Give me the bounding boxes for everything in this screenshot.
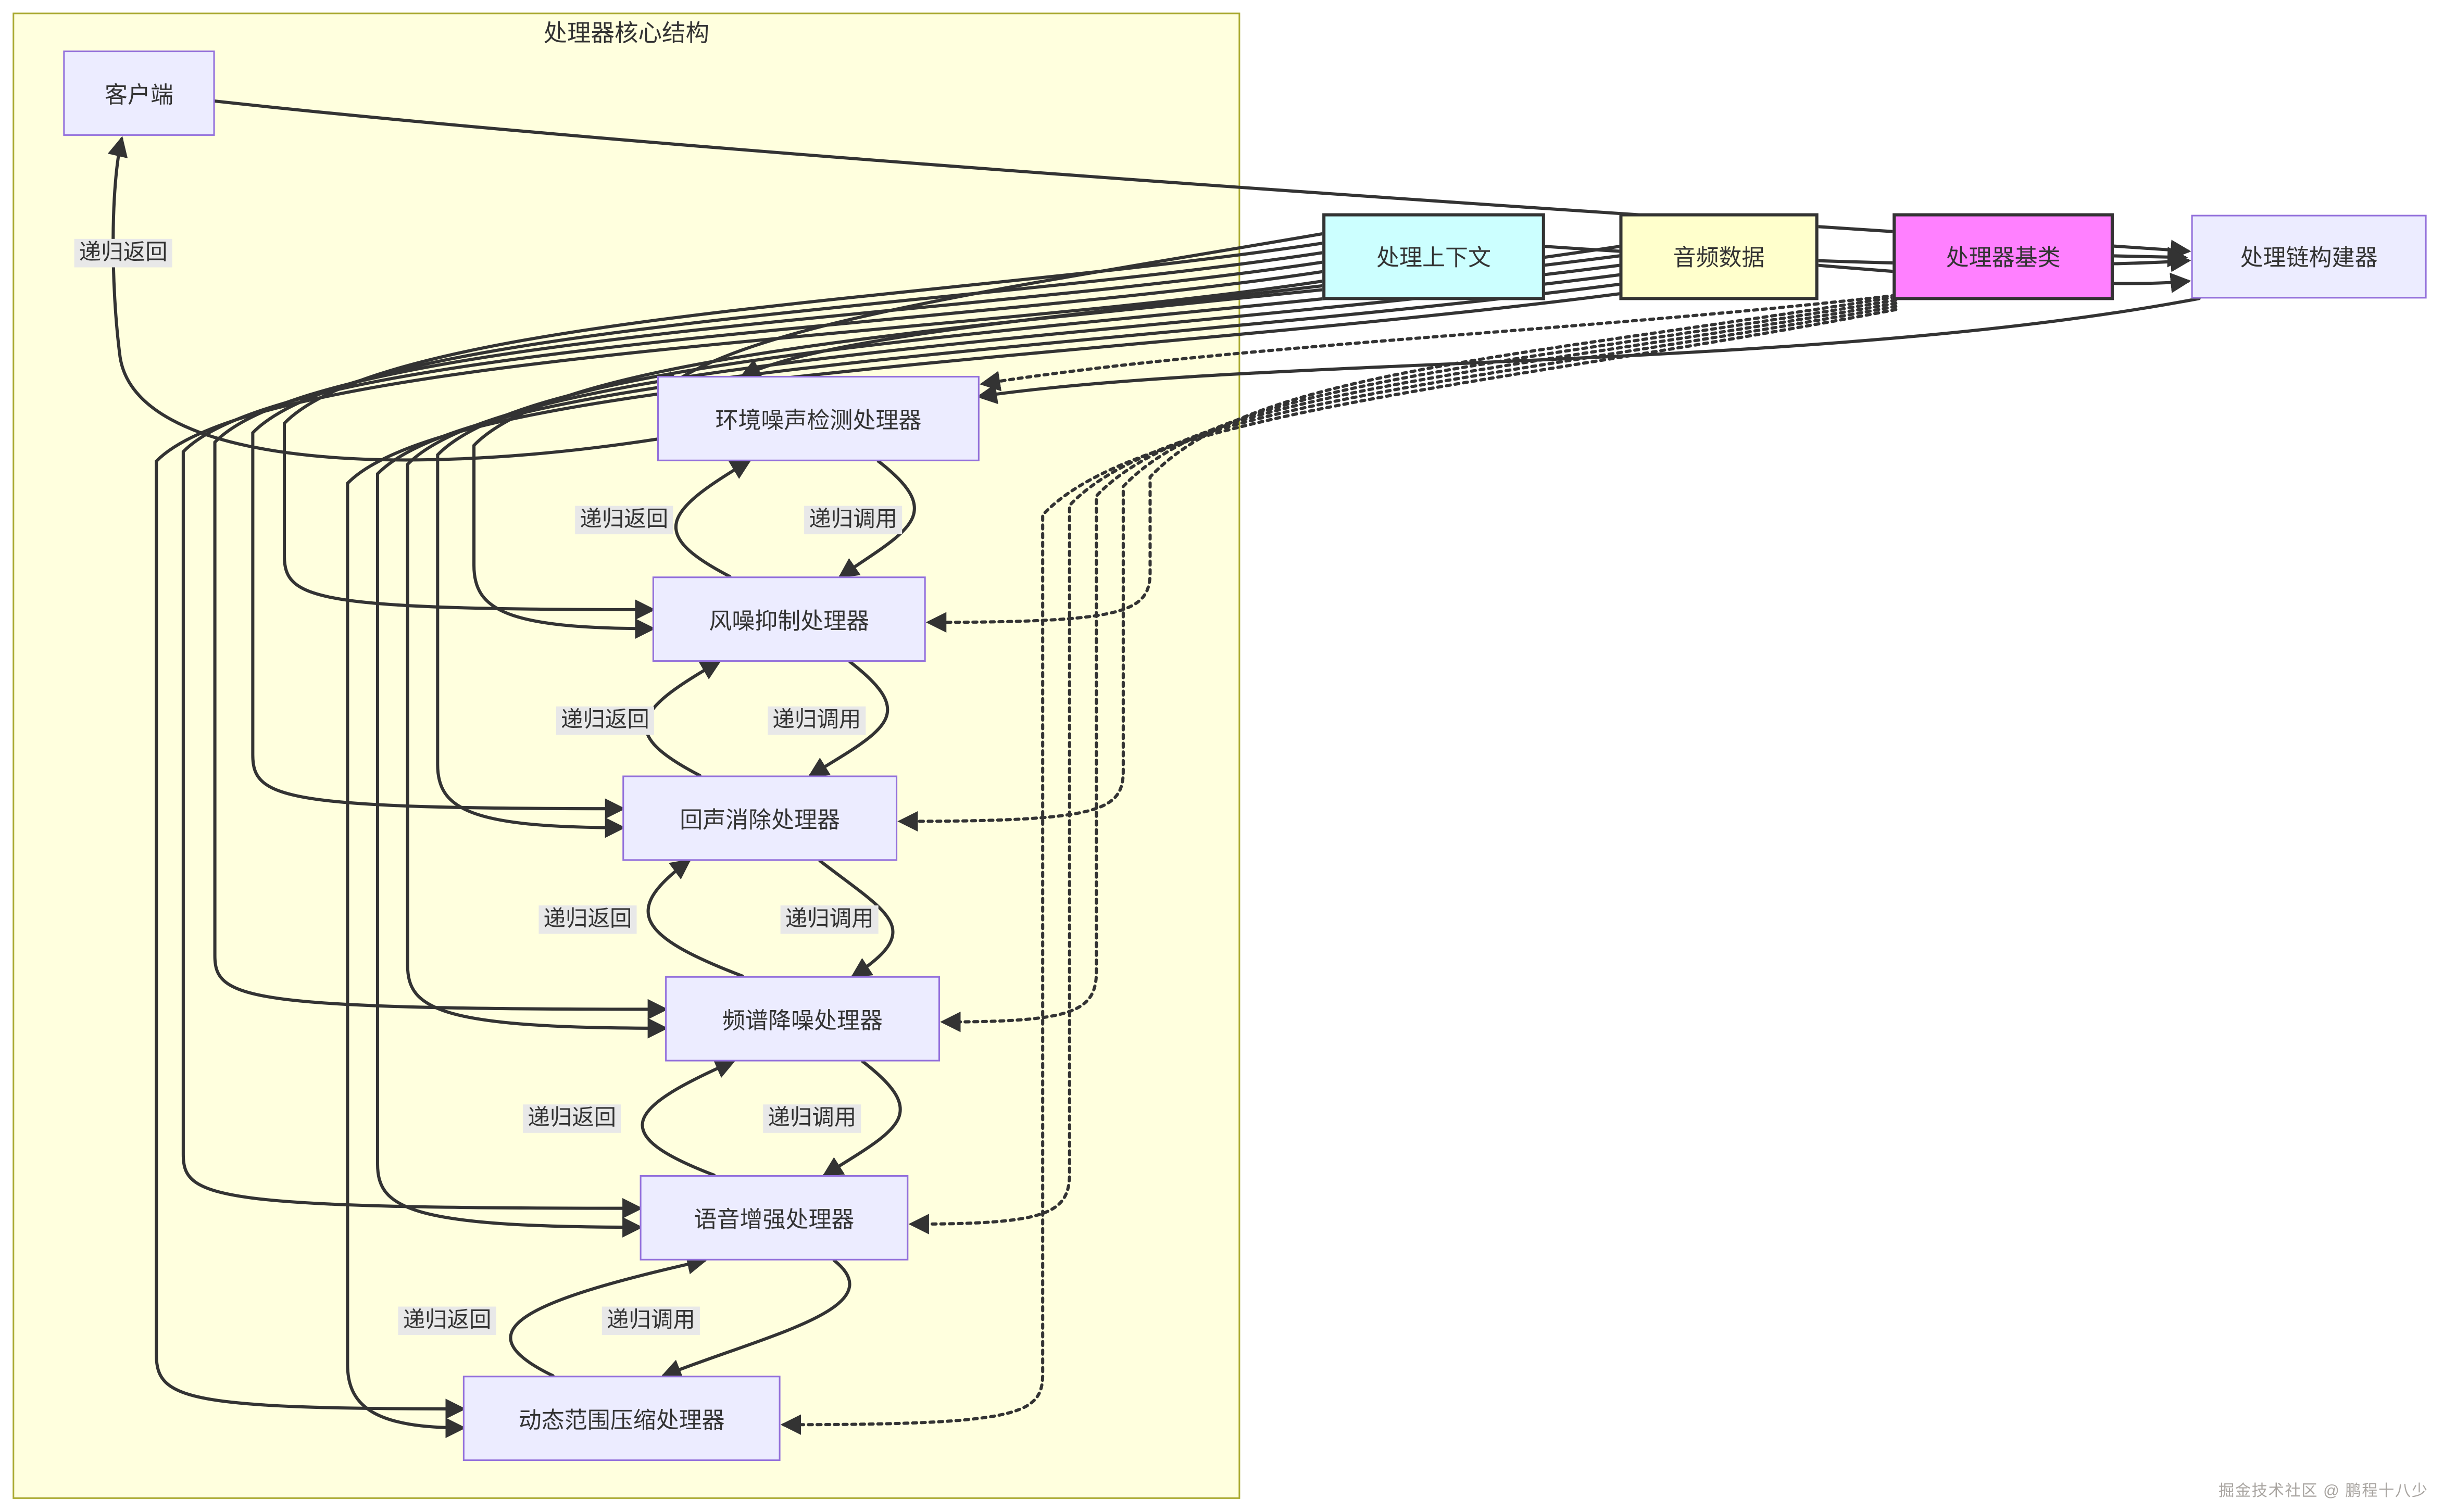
node-chain-builder: 处理链构建器 (2191, 215, 2427, 299)
node-spectral-denoiser: 频谱降噪处理器 (665, 976, 940, 1062)
edge-call-voice-drc (660, 1258, 851, 1379)
node-spectral-denoiser-label: 频谱降噪处理器 (722, 1008, 883, 1034)
node-wind-noise-suppressor-label: 风噪抑制处理器 (709, 609, 870, 634)
edge-return-env-client (107, 136, 659, 462)
edge-call-wind-echo (808, 660, 889, 777)
edge-label-recursive-call: 递归调用 (768, 706, 866, 734)
node-wind-noise-suppressor: 风噪抑制处理器 (652, 576, 926, 662)
edge-return-voice-spectral (641, 1059, 736, 1177)
edge-call-env-wind (838, 459, 916, 578)
edge-label-recursive-return: 递归返回 (398, 1306, 496, 1334)
edge-label-recursive-return: 递归返回 (74, 238, 172, 267)
node-chain-builder-label: 处理链构建器 (2240, 246, 2378, 272)
node-processor-base-class-label: 处理器基类 (1946, 246, 2061, 272)
edge-return-echo-wind (644, 660, 722, 777)
node-audio-data-label: 音频数据 (1673, 246, 1765, 272)
edge-base-procdrc (780, 308, 1898, 1435)
edge-base-procecho (897, 298, 1898, 832)
node-client-label: 客户端 (104, 83, 173, 108)
node-voice-enhancer: 语音增强处理器 (640, 1175, 909, 1261)
node-processing-context-label: 处理上下文 (1376, 246, 1491, 272)
node-dynamic-range-compressor-label: 动态范围压缩处理器 (518, 1408, 725, 1433)
edge-label-recursive-return: 递归返回 (538, 905, 637, 934)
edge-call-spectral-voice (822, 1060, 902, 1177)
edge-base-builder (2112, 247, 2188, 268)
edge-label-recursive-call: 递归调用 (763, 1104, 861, 1132)
node-voice-enhancer-label: 语音增强处理器 (694, 1207, 855, 1233)
node-processing-context: 处理上下文 (1322, 213, 1545, 300)
edge-label-recursive-return: 递归返回 (556, 706, 654, 734)
node-client: 客户端 (63, 51, 215, 136)
edge-context-procdrc (155, 279, 1324, 1419)
edge-label-recursive-call: 递归调用 (804, 506, 903, 534)
edge-base-procspectral (940, 301, 1898, 1032)
node-audio-data: 音频数据 (1619, 213, 1819, 300)
edge-base-procvoice (908, 305, 1898, 1234)
edge-return-drc-voice (509, 1254, 708, 1378)
node-env-noise-detector: 环境噪声检测处理器 (657, 375, 980, 461)
node-env-noise-detector-label: 环境噪声检测处理器 (715, 408, 922, 434)
edge-audio-procdrc (346, 292, 1621, 1439)
edge-audio-procecho (436, 263, 1621, 838)
edge-base-procwind (925, 295, 1898, 633)
cluster-processor-core (12, 12, 1240, 1499)
edge-label-recursive-call: 递归调用 (780, 905, 879, 934)
edge-audio-procwind (472, 254, 1621, 639)
cluster-title: 处理器核心结构 (543, 20, 710, 48)
node-echo-canceller-label: 回声消除处理器 (680, 808, 841, 834)
node-processor-base-class: 处理器基类 (1892, 213, 2114, 300)
edge-return-wind-env (674, 459, 752, 578)
edge-label-recursive-call: 递归调用 (601, 1306, 700, 1334)
node-dynamic-range-compressor: 动态范围压缩处理器 (462, 1376, 781, 1461)
edge-label-recursive-return: 递归返回 (575, 506, 673, 534)
edge-call-echo-spectral (818, 859, 895, 978)
edge-base-procenv (980, 294, 1898, 392)
edge-audio-procvoice (375, 283, 1621, 1238)
edge-client-builder (213, 99, 2191, 260)
edge-label-recursive-return: 递归返回 (523, 1104, 621, 1132)
edge-audio-procspectral (406, 273, 1621, 1039)
node-echo-canceller: 回声消除处理器 (622, 775, 898, 861)
watermark: 掘金技术社区 @ 鹏程十八少 (2219, 1483, 2428, 1501)
edge-return-spectral-echo (646, 859, 744, 978)
